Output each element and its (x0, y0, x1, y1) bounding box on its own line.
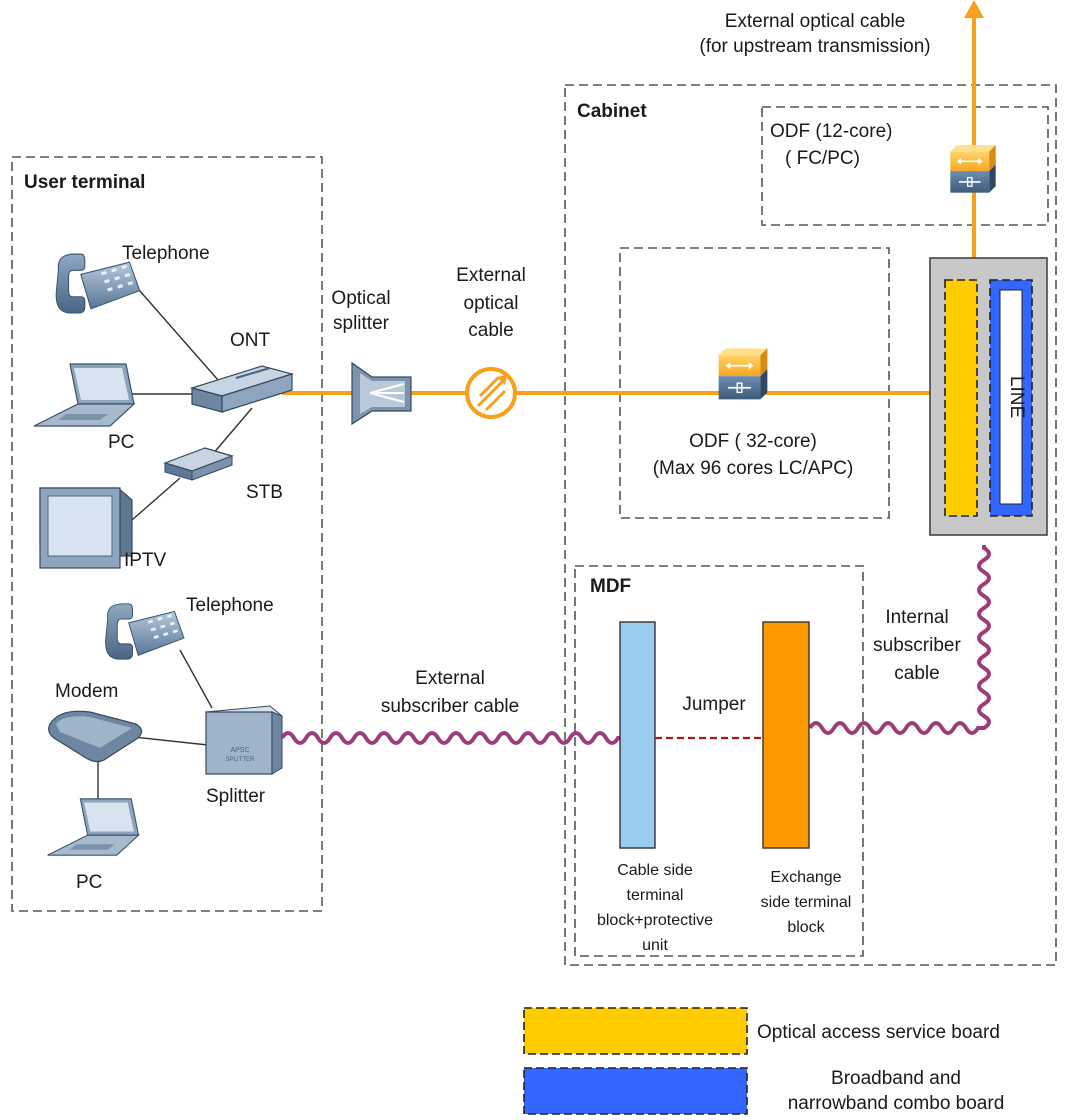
exchange-side-label-1: Exchange (770, 869, 841, 886)
internal-subscriber-label-2: subscriber (873, 635, 961, 656)
upstream-cable-label-1: External optical cable (725, 11, 906, 32)
legend-optical-label: Optical access service board (757, 1022, 1000, 1043)
mdf-title: MDF (590, 576, 631, 597)
modem-label: Modem (55, 681, 118, 702)
legend-combo-swatch (523, 1067, 748, 1115)
user-terminal-group (11, 156, 323, 912)
telephone-label-2: Telephone (186, 595, 274, 616)
external-optical-label-2: optical (464, 293, 519, 314)
cable-side-label-1: Cable side (617, 862, 693, 879)
odf-12-core-label-1: ODF (12-core) (770, 121, 892, 142)
internal-subscriber-cable (808, 545, 991, 735)
optical-access-board (944, 279, 978, 517)
iptv-label: IPTV (124, 550, 167, 571)
svg-text:SPLITTER: SPLITTER (226, 757, 255, 763)
svg-text:APSC: APSC (230, 747, 249, 754)
upstream-arrow-icon (964, 0, 984, 18)
external-optical-label-1: External (456, 265, 526, 286)
set-top-box-icon (163, 447, 234, 481)
optical-cable-icon (465, 367, 517, 419)
upstream-cable-label-2: (for upstream transmission) (699, 36, 930, 57)
odf-32-core-group (619, 247, 890, 519)
odf-12-core-group (761, 106, 1049, 226)
cable-side-label-4: unit (642, 937, 668, 954)
ont-stb-link (211, 407, 253, 456)
mdf-group (574, 565, 864, 957)
cable-side-terminal-block (619, 621, 656, 849)
optical-splitter-icon (351, 361, 412, 426)
user-terminal-title: User terminal (24, 172, 145, 193)
optical-splitter-label-1: Optical (331, 288, 390, 309)
external-subscriber-cable (280, 731, 640, 745)
external-subscriber-label-2: subscriber cable (381, 696, 519, 717)
ont-label: ONT (230, 330, 271, 351)
line-label: LINE (1006, 376, 1027, 418)
legend-optical-swatch (523, 1007, 748, 1055)
exchange-side-label-3: block (787, 919, 825, 936)
telephone-label-1: Telephone (122, 243, 210, 264)
laptop-icon (47, 798, 140, 856)
ont-icon (189, 365, 295, 413)
tv-icon (39, 487, 133, 569)
odf-12-core-label-2: ( FC/PC) (785, 148, 860, 169)
splitter-icon: APSC SPLITTER (204, 705, 284, 775)
internal-subscriber-label-3: cable (894, 663, 939, 684)
telephone-splitter-link (179, 649, 213, 709)
odf-icon (717, 347, 769, 401)
cable-side-label-3: block+protective (597, 912, 713, 929)
legend-combo-label-2: narrowband combo board (788, 1093, 1005, 1114)
exchange-side-label-2: side terminal (761, 894, 852, 911)
odf-32-core-label-1: ODF ( 32-core) (689, 431, 817, 452)
cabinet-title: Cabinet (577, 101, 647, 122)
pc-label-1: PC (108, 432, 134, 453)
pc-label-2: PC (76, 872, 102, 893)
stb-iptv-link (131, 477, 181, 521)
cable-side-label-2: terminal (627, 887, 684, 904)
internal-subscriber-label-1: Internal (885, 607, 948, 628)
jumper-label: Jumper (682, 694, 746, 715)
line-port (999, 289, 1023, 505)
legend: Optical access service board Broadband a… (523, 1007, 1005, 1115)
telephone-ont-link (131, 281, 219, 381)
odf-32-core-label-2: (Max 96 cores LC/APC) (653, 458, 854, 479)
legend-combo-label-1: Broadband and (831, 1068, 961, 1089)
telephone-icon (105, 603, 185, 660)
cabinet-group (564, 84, 1057, 966)
splitter-label: Splitter (206, 786, 266, 807)
external-optical-label-3: cable (468, 320, 513, 341)
stb-label: STB (246, 482, 283, 503)
modem-icon (48, 710, 143, 763)
laptop-icon (33, 363, 135, 427)
odf-icon (949, 144, 997, 194)
optical-splitter-label-2: splitter (333, 313, 390, 334)
external-subscriber-label-1: External (415, 668, 485, 689)
exchange-side-terminal-block (762, 621, 810, 849)
